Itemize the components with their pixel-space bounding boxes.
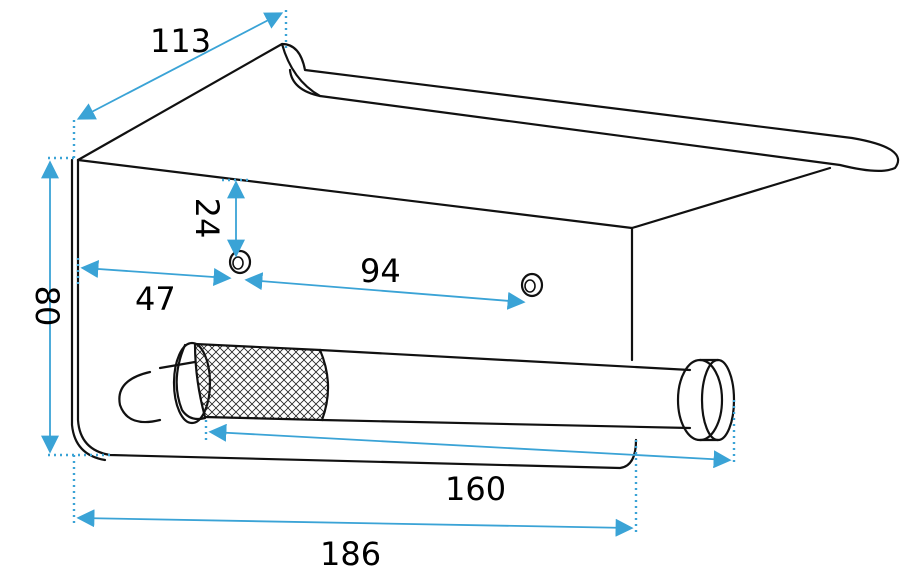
dimension-hole-horizontal <box>76 258 232 286</box>
dimension-height-label: 80 <box>28 286 66 327</box>
dimension-depth-label: 113 <box>150 22 211 60</box>
mounting-hole-left <box>228 249 252 275</box>
dimension-hole-vertical <box>222 178 248 258</box>
dimension-hole-horizontal-label: 47 <box>135 280 176 318</box>
shelf <box>76 42 900 362</box>
dimension-hole-spacing <box>244 272 526 310</box>
dimension-hole-vertical-label: 24 <box>188 198 226 239</box>
dimension-bar-length <box>204 400 736 469</box>
dimension-total-width-label: 186 <box>320 535 381 573</box>
dimension-total-width <box>72 440 638 537</box>
mounting-hole-right <box>520 272 544 298</box>
dimension-hole-spacing-label: 94 <box>360 252 401 290</box>
dimension-depth <box>72 10 288 160</box>
dimension-height <box>41 156 110 457</box>
roll-bar <box>118 341 736 442</box>
dimension-bar-length-label: 160 <box>445 470 506 508</box>
